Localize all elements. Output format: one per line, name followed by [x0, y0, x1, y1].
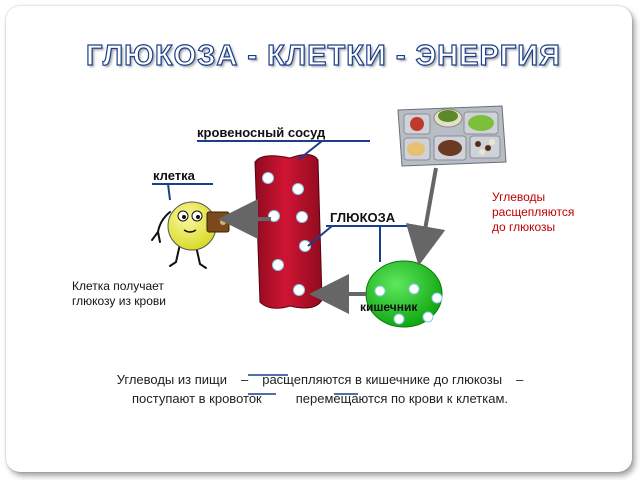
label-cell: клетка: [153, 168, 195, 183]
caption-dash2: –: [516, 372, 524, 387]
cell-character: [151, 201, 230, 269]
intestine-blob: [365, 260, 443, 328]
label-pointers: [152, 140, 412, 262]
label-glucose: ГЛЮКОЗА: [330, 210, 396, 225]
arrow-food-to-intestine: [405, 167, 446, 266]
note-carbs-line2: расщепляются: [492, 205, 575, 219]
note-carbs-prefix: до: [492, 220, 510, 234]
caption-dash1: –: [240, 372, 249, 387]
caption-part4: перемещаются по крови к клеткам.: [295, 391, 509, 406]
caption-part3: поступают в кровоток: [131, 391, 262, 406]
glucose-dots-vessel: [262, 172, 311, 296]
flow-arrows: [218, 167, 446, 314]
note-cell-receives: Клетка получает глюкозу из крови: [72, 279, 212, 309]
note-carbs-split: Углеводы расщепляются до глюкозы: [492, 190, 612, 235]
note-carbs-highlight: глюкозы: [509, 220, 556, 234]
caption-part2: расщепляются в кишечнике до глюкозы: [262, 372, 503, 387]
food-tray-illustration: [397, 105, 507, 167]
caption-arrows: [248, 374, 358, 395]
label-blood-vessel: кровеносный сосуд: [197, 125, 326, 140]
label-intestine: кишечник: [360, 300, 418, 314]
process-caption: Углеводы из пищи–расщепляются в кишечник…: [60, 370, 580, 408]
note-cell-line1: Клетка получает: [72, 279, 164, 293]
slide-title: ГЛЮКОЗА - КЛЕТКИ - ЭНЕРГИЯ: [85, 39, 561, 72]
glucose-dots-intestine: [374, 283, 443, 325]
note-carbs-line1: Углеводы: [492, 190, 546, 204]
blood-vessel: [254, 154, 323, 309]
note-cell-line2: глюкозу из крови: [72, 294, 166, 308]
caption-row-2: поступают в кровоток перемещаются по кров…: [60, 389, 580, 408]
caption-row-1: Углеводы из пищи–расщепляются в кишечник…: [60, 370, 580, 389]
caption-part1: Углеводы из пищи: [116, 372, 227, 387]
note-carbs-line3: до глюкозы: [492, 220, 612, 235]
